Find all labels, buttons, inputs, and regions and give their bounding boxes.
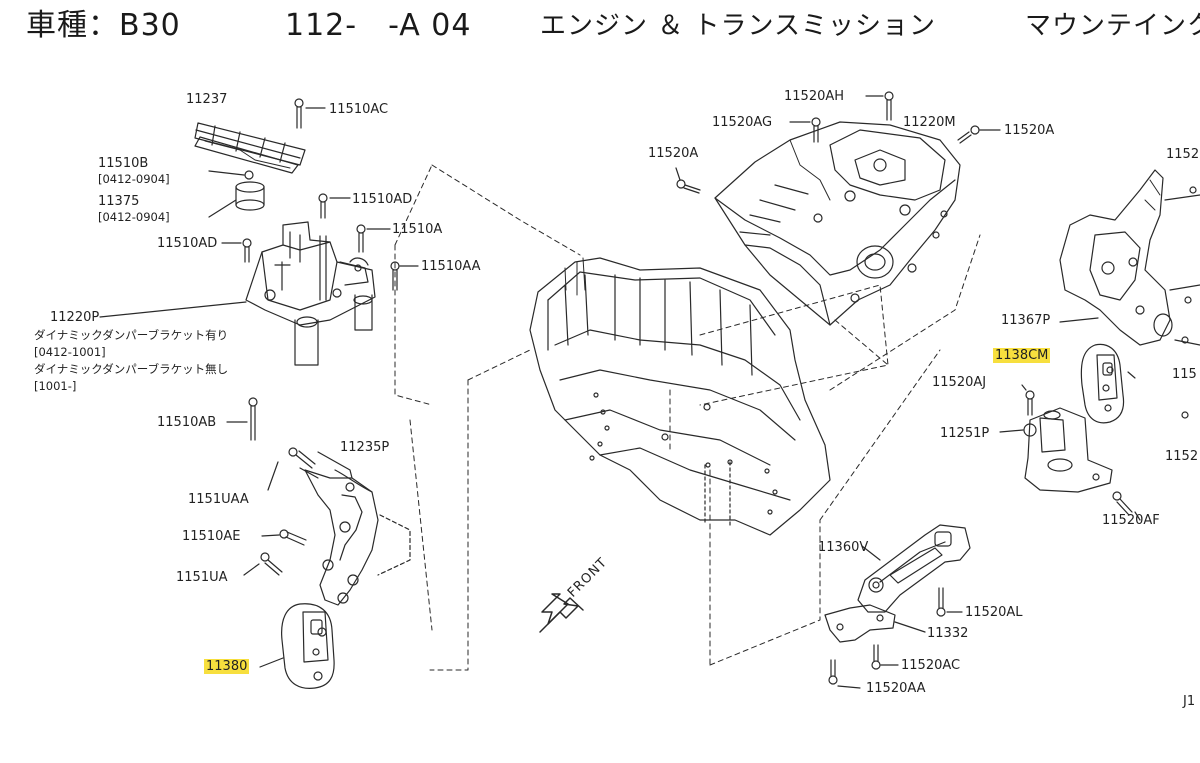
callout-11520al: 11520AL xyxy=(965,605,1023,620)
callout-11235p: 11235P xyxy=(340,440,390,455)
callout-edge-115: 115 xyxy=(1172,367,1197,382)
code-header: 112- -A 04 xyxy=(285,8,472,43)
bracket-11235p xyxy=(299,451,411,606)
callout-11237: 11237 xyxy=(186,92,228,107)
note-without-damper-range: [1001-] xyxy=(34,379,77,393)
bolt-11510ac xyxy=(294,98,326,129)
callout-11520a-left: 11520A xyxy=(648,146,699,161)
subsection-header: マウンテインク xyxy=(1025,11,1200,41)
bolt-11520a-left xyxy=(675,167,701,194)
bolt-11510ae xyxy=(261,529,307,546)
bolt-11520al xyxy=(936,587,963,617)
model-header: 車種：B30 xyxy=(26,8,181,43)
bolt-1151uaa xyxy=(267,447,316,491)
callout-11520ag: 11520AG xyxy=(712,115,773,130)
callout-11510a-left: 11510A xyxy=(392,222,443,237)
engine-mount-11220m xyxy=(714,121,961,326)
callout-edge-j1: J1 xyxy=(1183,694,1196,709)
callout-edge-1152-upper: 1152 xyxy=(1166,147,1200,162)
callout-11520aj: 11520AJ xyxy=(932,375,987,390)
insulator-11380m xyxy=(1080,343,1136,424)
bolt-11510aa xyxy=(390,261,419,291)
bolt-11520af xyxy=(1112,491,1141,521)
callout-11510ad-top: 11510AD xyxy=(352,192,413,207)
callout-11520aa: 11520AA xyxy=(866,681,926,696)
note-with-damper-bracket: ダイナミックダンパーブラケット有り xyxy=(34,328,229,342)
callout-11510b-range: [0412-0904] xyxy=(98,172,170,186)
callout-1151ua: 1151UA xyxy=(176,570,228,585)
bolt-11520ah xyxy=(865,91,894,121)
callout-11220p: 11220P xyxy=(50,310,100,325)
callout-11251p: 11251P xyxy=(940,426,990,441)
engine-mount-11220p xyxy=(99,221,376,366)
callout-11510ab: 11510AB xyxy=(157,415,217,430)
callout-11520ac: 11520AC xyxy=(901,658,961,673)
bolt-11510ad-top xyxy=(318,193,351,219)
callout-11510ac: 11510AC xyxy=(329,102,389,117)
bolt-1151ua xyxy=(243,552,283,576)
bracket-11367p xyxy=(1059,169,1200,419)
callout-11360v: 11360V xyxy=(818,540,869,555)
callout-11510ae: 11510AE xyxy=(182,529,241,544)
callout-11380-highlighted: 11380 xyxy=(204,659,250,674)
bracket-11237 xyxy=(194,122,306,174)
callout-11520a-right: 11520A xyxy=(1004,123,1055,138)
callout-11520af: 11520AF xyxy=(1102,513,1160,528)
callout-11367p: 11367P xyxy=(1001,313,1051,328)
callout-11332: 11332 xyxy=(927,626,969,641)
callout-11510b: 11510B xyxy=(98,156,149,171)
bolt-11520ag xyxy=(789,117,821,143)
callout-11520ah: 11520AH xyxy=(784,89,845,104)
bracket-11332 xyxy=(824,604,926,643)
bolt-11510ab xyxy=(226,397,258,441)
bolt-11510a-left xyxy=(356,224,391,253)
front-arrow xyxy=(539,593,584,633)
bolt-11520ac xyxy=(871,644,899,670)
callout-11380m-highlighted: 1138CM xyxy=(993,348,1051,363)
bolt-11520aa xyxy=(828,659,861,689)
bolt-11520aj xyxy=(1021,384,1035,416)
bolt-11510ad-left xyxy=(221,238,252,263)
callout-11375: 11375 xyxy=(98,194,140,209)
callout-11510ad-left: 11510AD xyxy=(157,236,218,251)
callout-11510aa: 11510AA xyxy=(421,259,481,274)
engine-block xyxy=(529,257,831,536)
bolt-11520a-right xyxy=(957,125,1001,144)
bracket-11251p xyxy=(999,407,1113,493)
note-with-damper-range: [0412-1001] xyxy=(34,345,106,359)
insulator-11380 xyxy=(259,603,335,689)
section-header: エンジン ＆ トランスミッション xyxy=(540,11,937,41)
callout-edge-1152-lower: 1152 xyxy=(1165,449,1199,464)
callout-11220m: 11220M xyxy=(903,115,956,130)
note-without-damper-bracket: ダイナミックダンパーブラケット無し xyxy=(34,362,229,376)
callout-1151uaa: 1151UAA xyxy=(188,492,249,507)
damper-11375 xyxy=(208,170,265,218)
callout-11375-range: [0412-0904] xyxy=(98,210,170,224)
torque-rod-11360v xyxy=(857,524,971,613)
dashed-guide-lines xyxy=(394,164,981,671)
